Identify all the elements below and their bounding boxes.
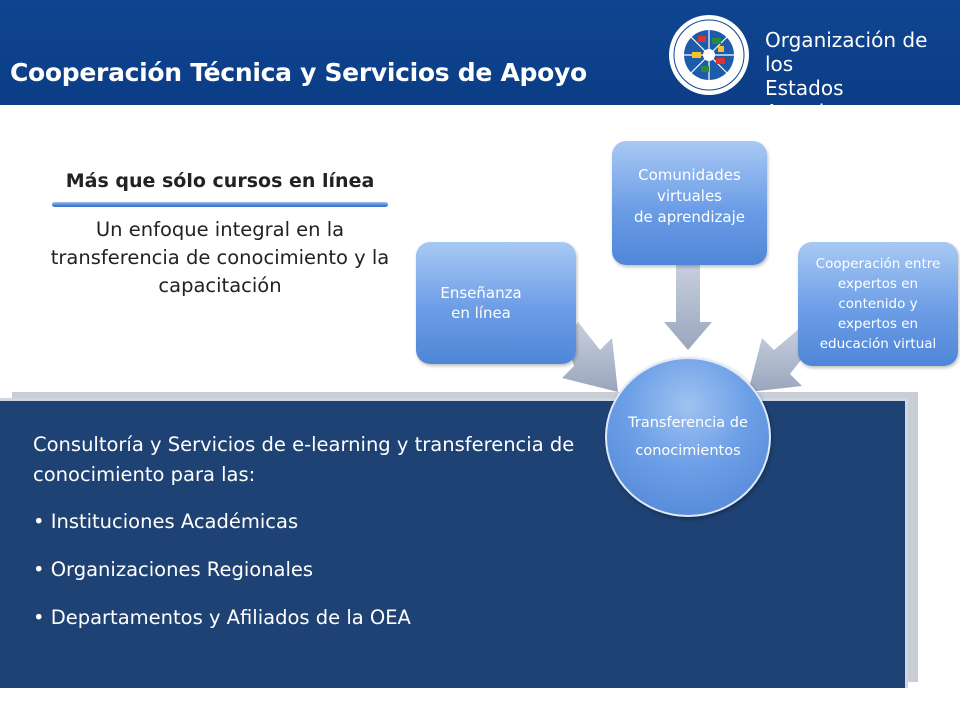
arrow-down xyxy=(664,265,712,350)
panel-intro-text: Consultoría y Servicios de e-learning y … xyxy=(33,433,575,486)
oas-seal-icon xyxy=(669,15,749,95)
list-item: • Departamentos y Afiliados de la OEA xyxy=(33,606,411,629)
header-bar: Cooperación Técnica y Servicios de Apoyo… xyxy=(0,0,960,124)
page-title: Cooperación Técnica y Servicios de Apoyo xyxy=(10,58,587,87)
list-item: • Organizaciones Regionales xyxy=(33,558,314,581)
list-item: • Instituciones Académicas xyxy=(33,510,299,533)
section-subtitle: Más que sólo cursos en línea xyxy=(65,170,375,192)
services-list: • Instituciones Académicas • Organizacio… xyxy=(33,510,411,654)
org-name-line1: Organización de los xyxy=(765,28,928,76)
section-description: Un enfoque integral en la transferencia … xyxy=(50,218,390,297)
node-transferencia-center: Transferencia de conocimientos xyxy=(605,357,771,517)
organization-name: Organización de los Estados Americanos xyxy=(765,28,960,124)
node-ensenanza: Enseñanza en línea xyxy=(416,242,576,364)
node-cooperacion: Cooperación entre expertos en contenido … xyxy=(798,242,958,366)
subtitle-underline xyxy=(52,202,388,207)
node-comunidades: Comunidades virtuales de aprendizaje xyxy=(612,141,767,265)
org-name-line2: Estados Americanos xyxy=(765,76,883,124)
